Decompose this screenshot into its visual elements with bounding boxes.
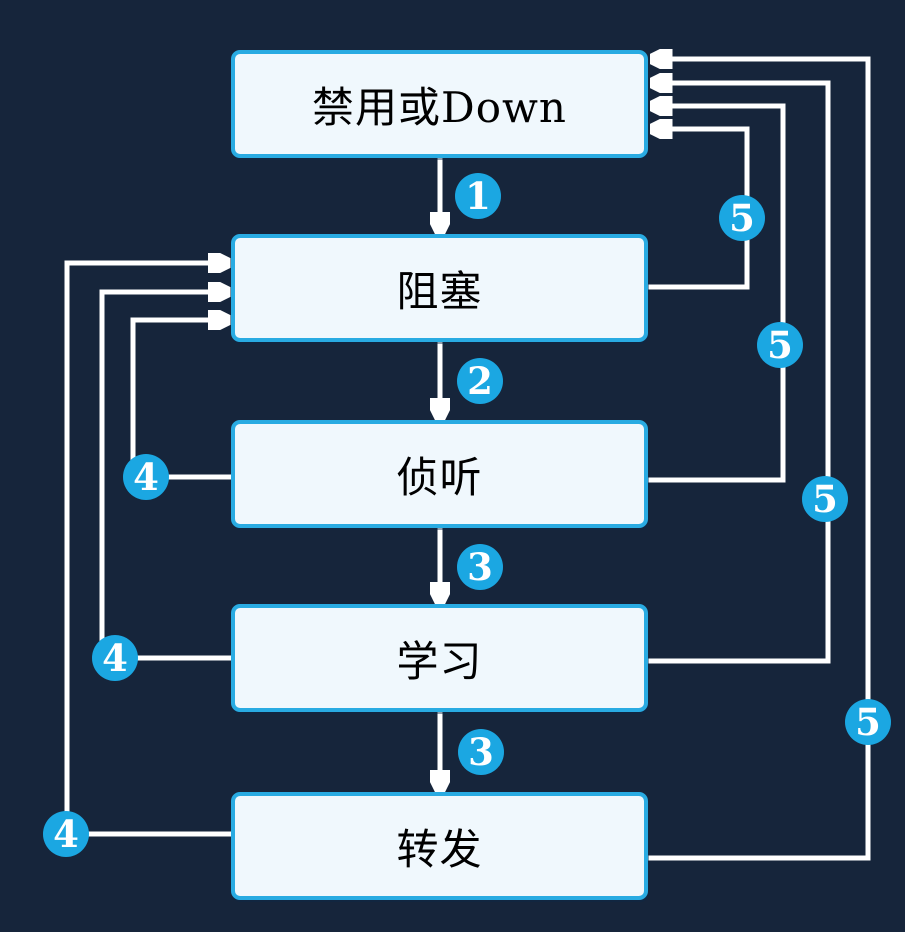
state-node-blocking: 阻塞 [231, 234, 648, 342]
state-label: 转发 [396, 824, 483, 874]
state-node-listening: 侦听 [231, 420, 648, 528]
transition-badge-5c: 5 [802, 476, 848, 522]
transition-badge-4a: 4 [123, 454, 169, 500]
arrow-4-learning-to-blocking [99, 292, 231, 661]
transition-badge-3a: 3 [457, 544, 503, 590]
transition-badge-5a: 5 [719, 195, 765, 241]
arrow-5-learning-to-disabled [648, 83, 831, 664]
arrow-5-forwarding-to-disabled [648, 59, 871, 861]
transition-badge-1: 1 [455, 173, 501, 219]
arrow-4-listening-to-blocking [130, 320, 231, 480]
transition-badge-5b: 5 [757, 322, 803, 368]
transition-badge-4c: 4 [43, 811, 89, 857]
state-label: 学习 [396, 636, 483, 686]
transition-badge-3b: 3 [458, 729, 504, 775]
transition-badge-4b: 4 [92, 635, 138, 681]
state-node-learning: 学习 [231, 604, 648, 712]
state-node-forwarding: 转发 [231, 792, 648, 900]
state-node-disabled-or-down: 禁用或Down [231, 50, 648, 158]
transition-badge-5d: 5 [845, 699, 891, 745]
transition-badge-2: 2 [457, 358, 503, 404]
arrow-5-listening-to-disabled [648, 106, 786, 483]
state-label: 阻塞 [396, 266, 483, 316]
state-label: 禁用或Down [312, 82, 567, 132]
arrow-4-forwarding-to-blocking [64, 263, 231, 837]
state-label: 侦听 [396, 452, 483, 502]
